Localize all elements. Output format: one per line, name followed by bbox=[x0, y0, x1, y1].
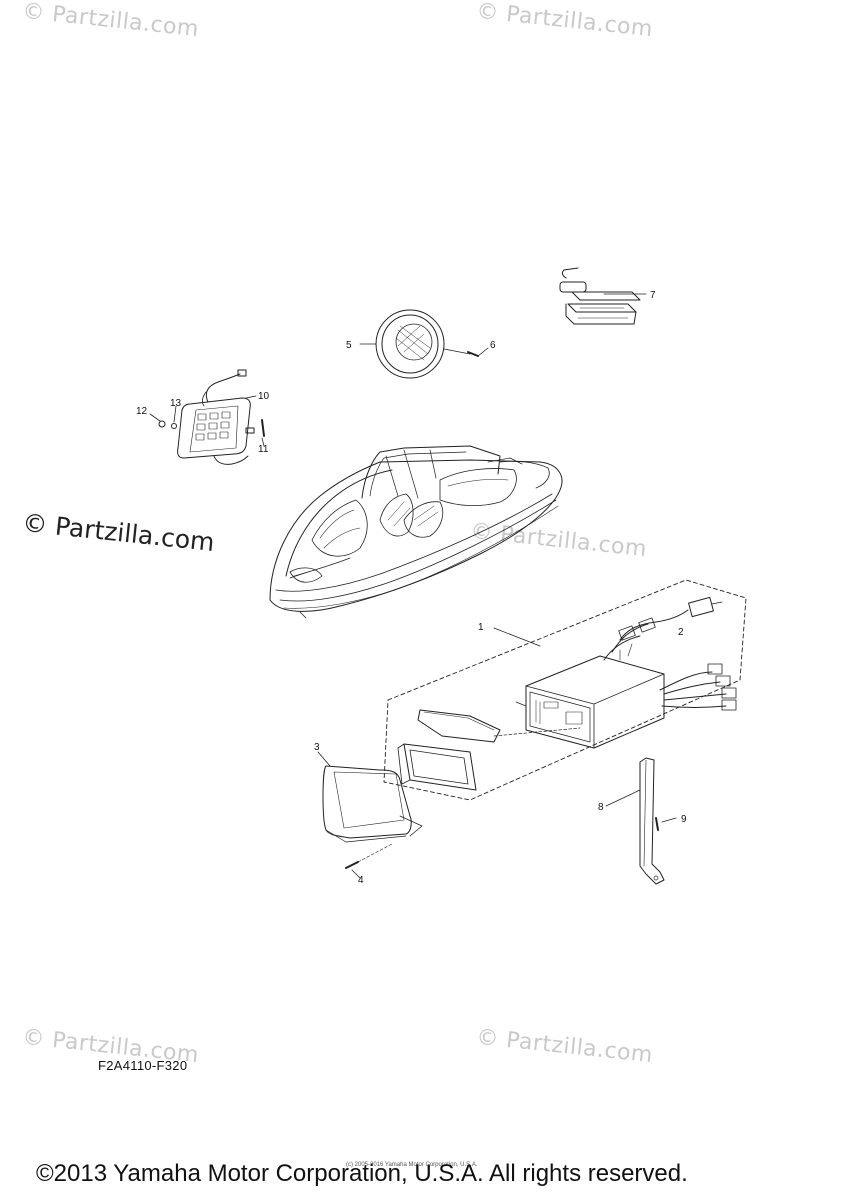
stereo-assembly-boundary bbox=[383, 579, 747, 801]
callout-11: 11 bbox=[258, 444, 269, 455]
stereo-cover-part bbox=[317, 751, 423, 879]
mounting-bracket-part bbox=[605, 757, 677, 885]
boat-illustration bbox=[269, 445, 563, 619]
callout-13: 13 bbox=[170, 398, 182, 409]
callout-labels: 1 2 3 4 5 6 7 8 9 10 11 12 13 bbox=[136, 290, 687, 886]
callout-10: 10 bbox=[258, 391, 270, 402]
callout-4: 4 bbox=[358, 875, 364, 886]
callout-7: 7 bbox=[650, 290, 656, 301]
callout-9: 9 bbox=[681, 814, 687, 825]
callout-2: 2 bbox=[678, 627, 684, 638]
callout-5: 5 bbox=[346, 340, 352, 351]
switch-panel-part bbox=[149, 369, 265, 465]
tiny-copyright: (c) 2005-2016 Yamaha Motor Corporation, … bbox=[346, 1162, 478, 1168]
callout-6: 6 bbox=[490, 340, 496, 351]
stereo-unit-part bbox=[397, 596, 737, 791]
copyright-notice: ©2013 Yamaha Motor Corporation, U.S.A. A… bbox=[36, 1160, 688, 1187]
speaker-part bbox=[359, 309, 489, 379]
courtesy-light-part bbox=[559, 267, 647, 325]
diagram-code: F2A4110-F320 bbox=[98, 1058, 188, 1073]
callout-1: 1 bbox=[478, 622, 484, 633]
callout-8: 8 bbox=[598, 802, 604, 813]
callout-3: 3 bbox=[314, 742, 320, 753]
callout-12: 12 bbox=[136, 406, 148, 417]
